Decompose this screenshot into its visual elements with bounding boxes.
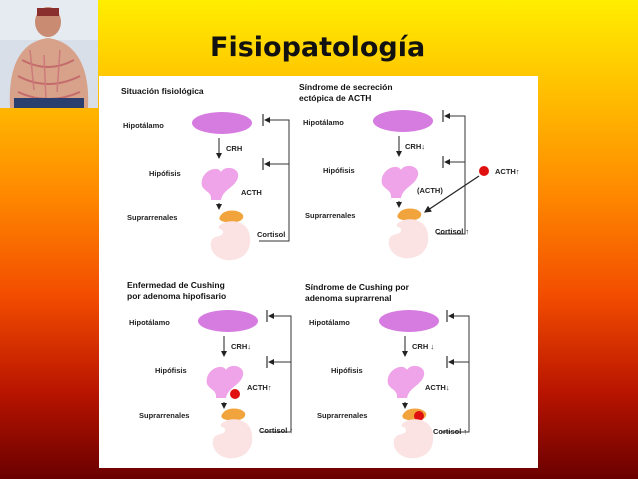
slide-title: Fisiopatología xyxy=(210,32,426,63)
label-suprarrenales: Suprarrenales xyxy=(139,411,189,420)
kidney xyxy=(388,219,429,259)
label-hipofisis: Hipófisis xyxy=(331,366,363,375)
kidney xyxy=(210,221,251,261)
label-hipofisis: Hipófisis xyxy=(323,166,355,175)
hypothalamus xyxy=(373,110,433,132)
panel-title-line-1: Síndrome de secreción xyxy=(299,82,393,92)
feedback-line xyxy=(441,313,470,433)
label-hipotalamo: Hipotálamo xyxy=(123,121,164,130)
kidney xyxy=(393,419,434,459)
panel-physiological: Situación fisiológica Hipotálamo CRH Hip… xyxy=(121,86,290,261)
hypothalamus xyxy=(198,310,258,332)
panel-ectopic-acth: Síndrome de secreción ectópica de ACTH H… xyxy=(299,82,520,259)
hypothalamus xyxy=(192,112,252,134)
panel-title-line-2: por adenoma hipofisario xyxy=(127,291,226,301)
panel-adrenal-adenoma: Síndrome de Cushing por adenoma suprarre… xyxy=(305,282,470,459)
ectopic-tumor-marker xyxy=(479,166,489,176)
feedback-line xyxy=(261,313,292,433)
hpa-axis-diagram: Situación fisiológica Hipotálamo CRH Hip… xyxy=(121,82,520,459)
label-suprarrenales: Suprarrenales xyxy=(317,411,367,420)
panel-title-line-2: ectópica de ACTH xyxy=(299,93,371,103)
adrenal xyxy=(397,208,422,221)
label-suprarrenales: Suprarrenales xyxy=(127,213,177,222)
panel-title-line-1: Síndrome de Cushing por xyxy=(305,282,410,292)
label-hipotalamo: Hipotálamo xyxy=(129,318,170,327)
feedback-line xyxy=(259,117,290,242)
label-acth: ACTH↑ xyxy=(247,383,272,392)
arrow-ectopic-acth xyxy=(424,175,480,213)
label-cortisol: Cortisol ↑ xyxy=(435,227,469,236)
label-crh: CRH↓ xyxy=(405,142,425,151)
label-hipofisis: Hipófisis xyxy=(149,169,181,178)
panel-cushing-disease: Enfermedad de Cushing por adenoma hipofi… xyxy=(127,280,293,459)
label-cortisol: Cortisol xyxy=(257,230,285,239)
label-suprarrenales: Suprarrenales xyxy=(305,211,355,220)
adrenal-adenoma-marker xyxy=(414,411,424,421)
label-crh: CRH xyxy=(226,144,242,153)
hypothalamus xyxy=(379,310,439,332)
pituitary xyxy=(381,165,419,198)
patient-photo xyxy=(0,0,98,108)
panel-title: Situación fisiológica xyxy=(121,86,204,96)
label-crh: CRH↓ xyxy=(231,342,251,351)
panel-title-line-1: Enfermedad de Cushing xyxy=(127,280,225,290)
label-ectopic-acth: ACTH↑ xyxy=(495,167,520,176)
patient-figure xyxy=(0,0,98,108)
label-acth: ACTH xyxy=(241,188,262,197)
panel-title-line-2: adenoma suprarrenal xyxy=(305,293,391,303)
pituitary xyxy=(201,167,239,200)
label-cortisol: Cortisol ↑ xyxy=(433,427,467,436)
adrenal xyxy=(221,408,246,421)
label-hipotalamo: Hipotálamo xyxy=(303,118,344,127)
label-acth: ACTH↓ xyxy=(425,383,450,392)
diagram-panel: Situación fisiológica Hipotálamo CRH Hip… xyxy=(99,76,538,468)
adrenal xyxy=(219,210,244,223)
label-hipotalamo: Hipotálamo xyxy=(309,318,350,327)
label-crh: CRH ↓ xyxy=(412,342,434,351)
kidney xyxy=(212,419,253,459)
pituitary-adenoma-marker xyxy=(230,389,240,399)
label-cortisol: Cortisol ↑ xyxy=(259,426,293,435)
feedback-line xyxy=(437,113,466,235)
label-hipofisis: Hipófisis xyxy=(155,366,187,375)
pituitary xyxy=(387,365,425,398)
label-acth: (ACTH) xyxy=(417,186,443,195)
pituitary xyxy=(206,365,244,398)
